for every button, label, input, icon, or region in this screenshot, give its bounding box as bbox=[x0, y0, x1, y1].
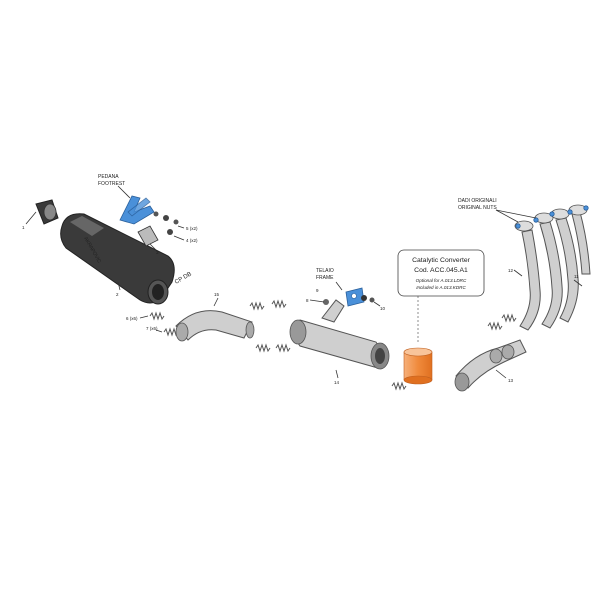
catalytic-code: Cod. ACC.045.A1 bbox=[414, 267, 468, 274]
part-number-10: 10 bbox=[380, 306, 386, 311]
part-1-end-cap: 1 bbox=[22, 199, 59, 230]
frame-bracket: TELAIO FRAME 8 9 10 bbox=[306, 268, 386, 311]
catalytic-note-included: Included in A.013.KDRC bbox=[416, 285, 466, 290]
bolts-4-5: 5 (x2) 4 (x2) bbox=[153, 211, 198, 243]
nuts-label-it: DADI ORIGINALI bbox=[458, 198, 497, 204]
part-number-2: 2 bbox=[116, 292, 119, 297]
part-number-14: 14 bbox=[334, 380, 340, 385]
part-number-3: 3 bbox=[156, 250, 159, 255]
springs-mid bbox=[249, 299, 291, 353]
catalytic-converter-callout: Catalytic Converter Cod. ACC.045.A1 Opti… bbox=[397, 249, 485, 342]
part-13-collector: 13 bbox=[454, 339, 527, 392]
part-2-silencer: AKRAPOVIC CP DB 2 bbox=[60, 213, 193, 305]
part-number-15: 15 bbox=[214, 292, 220, 297]
footrest-label-it: PEDANA bbox=[98, 174, 119, 180]
part-number-6: 6 (x6) bbox=[126, 316, 138, 321]
part-number-7: 7 (x6) bbox=[146, 326, 158, 331]
header-flanges-nuts: DADI ORIGINALI ORIGINAL NUTS bbox=[458, 198, 589, 232]
springs-6-7: 6 (x6) 7 (x6) bbox=[126, 311, 179, 337]
part-15-link-pipe: 15 bbox=[175, 292, 255, 342]
part-number-8: 8 bbox=[306, 298, 309, 303]
spring-catalyst bbox=[391, 381, 407, 391]
part-number-4: 4 (x2) bbox=[186, 238, 198, 243]
frame-label-en: FRAME bbox=[316, 275, 334, 281]
part-number-13: 13 bbox=[508, 378, 514, 383]
footrest-bracket: PEDANA FOOTREST bbox=[98, 174, 155, 225]
part-3-bracket: 3 bbox=[137, 225, 159, 255]
footrest-label-en: FOOTREST bbox=[98, 181, 125, 187]
part-14-mid-section: 14 bbox=[289, 299, 390, 385]
parts-11-12-headers: 12 11 bbox=[508, 211, 591, 331]
part-number-12: 12 bbox=[508, 268, 514, 273]
springs-headers bbox=[487, 313, 517, 331]
catalyst-cylinder bbox=[403, 347, 433, 385]
catalytic-note-optional: Optional for A.013.LDRC bbox=[416, 278, 467, 283]
part-number-11: 11 bbox=[574, 274, 579, 279]
part-number-5: 5 (x2) bbox=[186, 226, 198, 231]
frame-label-it: TELAIO bbox=[316, 268, 334, 274]
nuts-label-en: ORIGINAL NUTS bbox=[458, 205, 497, 211]
part-number-1: 1 bbox=[22, 225, 25, 230]
svg-text:CP DB: CP DB bbox=[174, 271, 193, 285]
part-number-9: 9 bbox=[316, 288, 319, 293]
catalytic-title: Catalytic Converter bbox=[412, 257, 471, 264]
